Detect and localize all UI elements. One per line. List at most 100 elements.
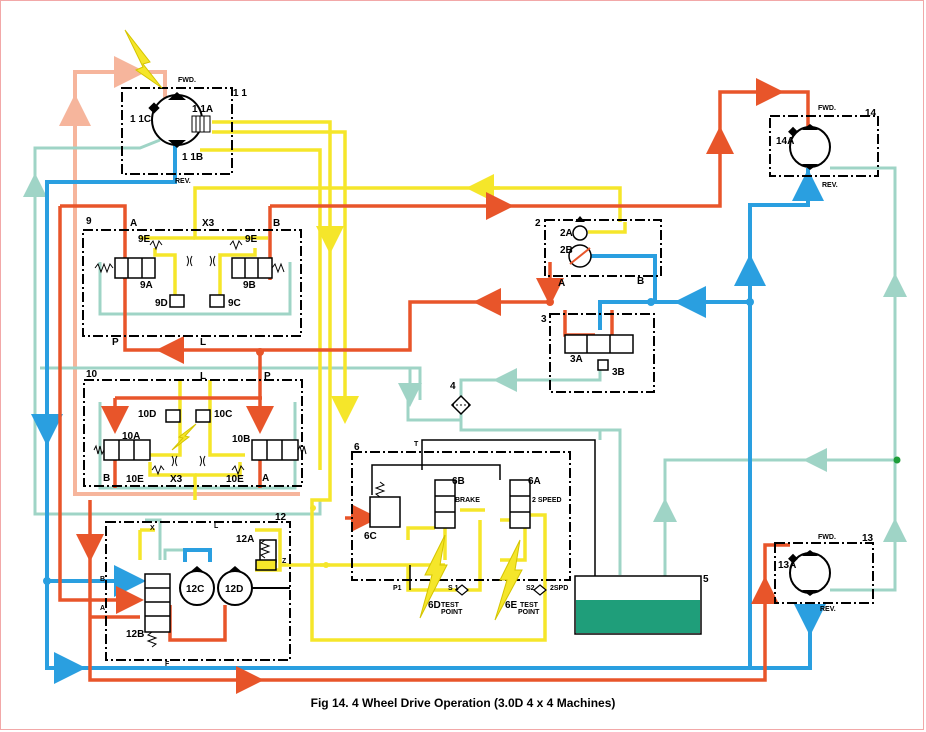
label-3: 3 <box>541 314 547 325</box>
label-2-port-a: A <box>558 278 565 289</box>
label-10d: 10D <box>138 409 156 420</box>
label-6: 6 <box>354 442 360 453</box>
label-13-fwd: FWD. <box>818 534 836 541</box>
label-10-port-l: L <box>200 371 206 382</box>
valve-icon <box>103 257 634 633</box>
label-6a: 6A <box>528 476 541 487</box>
component-10-box <box>83 379 303 487</box>
motor-icon <box>148 92 211 148</box>
motor-13-icon <box>788 550 831 596</box>
label-9d: 9D <box>155 298 168 309</box>
component-14-labels: 14 14A FWD. REV. <box>776 105 877 189</box>
component-13-labels: 13 13A FWD. REV. <box>778 533 874 613</box>
label-11-rev: REV. <box>175 178 191 185</box>
label-12-port-a: A <box>100 605 105 612</box>
label-6-port-t: T <box>414 441 419 448</box>
pump-icon <box>179 566 290 606</box>
label-14: 14 <box>865 108 877 119</box>
label-9-port-l: L <box>200 337 206 348</box>
component-13-box <box>774 542 874 604</box>
component-2-box <box>544 219 662 277</box>
component-3-box <box>549 313 655 393</box>
label-2: 2 <box>535 218 541 229</box>
label-9c: 9C <box>228 298 241 309</box>
label-6c: 6C <box>364 531 377 542</box>
label-6-2spd: 2SPD <box>550 585 568 592</box>
lightning-bolt-icon <box>124 29 523 621</box>
label-9e-left: 9E <box>138 234 151 245</box>
label-10: 10 <box>86 369 98 380</box>
label-12-port-l: L <box>214 523 219 530</box>
label-9-port-a: A <box>130 218 137 229</box>
label-6-test2: TEST <box>520 602 539 609</box>
charge-pump-icon <box>568 216 592 268</box>
label-13-rev: REV. <box>820 606 836 613</box>
filter-icon <box>450 394 472 416</box>
component-12-labels: 12 X L 12A Z B A 12C 12D 12B F <box>100 512 287 668</box>
label-6-point2: POINT <box>518 609 540 616</box>
component-9-labels: 9 A X3 B 9E 9E 9A 9B 9D 9C P L <box>86 216 280 348</box>
label-12b: 12B <box>126 629 144 640</box>
label-6b: 6B <box>452 476 465 487</box>
label-6-test1: TEST <box>441 602 460 609</box>
label-10-port-p: P <box>264 371 271 382</box>
label-3b: 3B <box>612 367 625 378</box>
tank-icon <box>574 575 702 635</box>
figure-caption: Fig 14. 4 Wheel Drive Operation (3.0D 4 … <box>311 696 616 710</box>
return-lines <box>31 138 826 684</box>
label-3a: 3A <box>570 354 583 365</box>
label-11b: 1 1B <box>182 152 203 163</box>
label-10e-right: 10E <box>226 474 244 485</box>
label-9: 9 <box>86 216 92 227</box>
component-10-labels: 10 L P 10D 10C 10A 10B B 10E X3 10E A <box>86 369 271 485</box>
label-12-port-b: B <box>100 576 105 583</box>
label-2b: 2B <box>560 245 573 256</box>
label-12-port-x: X <box>150 525 155 532</box>
label-6-p1: P1 <box>393 585 402 592</box>
label-14-rev: REV. <box>822 182 838 189</box>
label-9a: 9A <box>140 280 153 291</box>
label-10c: 10C <box>214 409 232 420</box>
label-10-port-a: A <box>262 473 269 484</box>
label-11c: 1 1C <box>130 114 151 125</box>
label-11-fwd: FWD. <box>178 77 196 84</box>
label-12c: 12C <box>186 584 204 595</box>
motor-14-icon <box>788 124 831 170</box>
label-12d: 12D <box>225 584 243 595</box>
label-12-port-f: F <box>165 661 170 668</box>
label-4: 4 <box>450 381 456 392</box>
drain-lines <box>23 138 907 592</box>
label-10a: 10A <box>122 431 140 442</box>
label-9-port-b: B <box>273 218 280 229</box>
label-6-2speed: 2 SPEED <box>532 497 562 504</box>
label-11a: 1 1A <box>192 104 213 115</box>
label-12a: 12A <box>236 534 254 545</box>
component-14-box <box>769 115 879 177</box>
label-6-brake: BRAKE <box>455 497 480 504</box>
component-6-labels: 6 T 6B BRAKE 6A 2 SPEED 6C P1 S 1 6D TES… <box>354 441 568 616</box>
label-14a: 14A <box>776 136 794 147</box>
label-12: 12 <box>275 512 287 523</box>
label-9-port-p: P <box>112 337 119 348</box>
label-10-x3: X3 <box>170 474 183 485</box>
pilot-lines <box>138 120 627 642</box>
label-6-s2: S2 <box>526 585 535 592</box>
label-6d: 6D <box>428 600 441 611</box>
label-13: 13 <box>862 533 874 544</box>
label-6e: 6E <box>505 600 518 611</box>
label-6-point1: POINT <box>441 609 463 616</box>
orifice-icon <box>171 255 216 467</box>
label-9b: 9B <box>243 280 256 291</box>
label-9-x3: X3 <box>202 218 215 229</box>
label-14-fwd: FWD. <box>818 105 836 112</box>
label-10e-left: 10E <box>126 474 144 485</box>
component-11-labels: 1 1 1 1C 1 1A 1 1B FWD. REV. <box>130 77 247 185</box>
test-point-icon <box>455 584 547 596</box>
label-12-port-z: Z <box>282 558 287 565</box>
component-11-box <box>121 87 233 175</box>
label-10b: 10B <box>232 434 250 445</box>
component-3-labels: 3 3A 3B <box>541 314 625 378</box>
component-9-box <box>82 229 302 337</box>
label-2a: 2A <box>560 228 573 239</box>
